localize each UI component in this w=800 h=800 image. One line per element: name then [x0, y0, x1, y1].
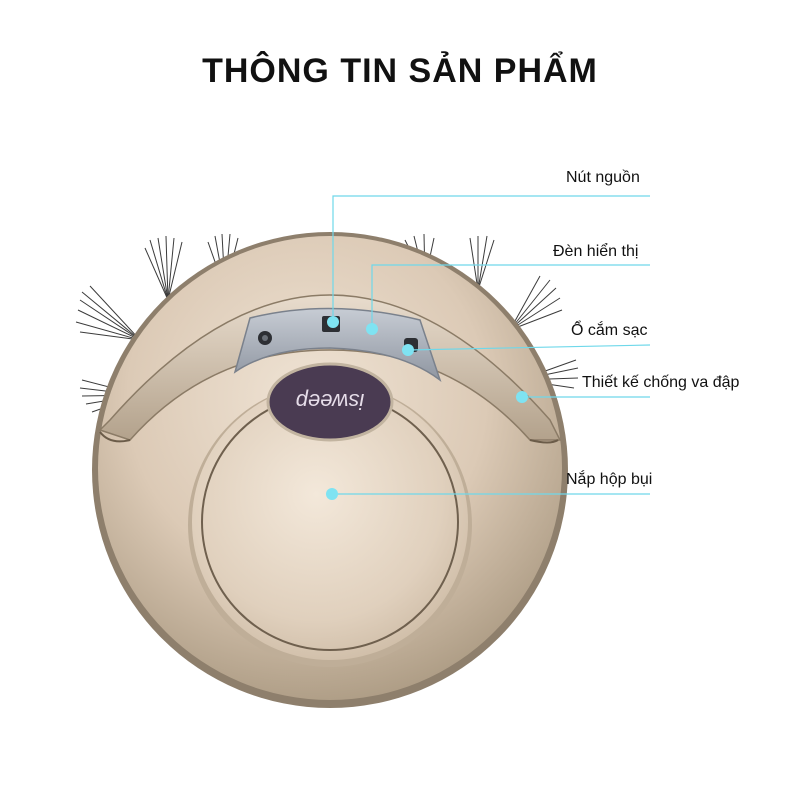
brand-logo: isweep	[266, 362, 394, 442]
callout-label-bumper: Thiết kế chống va đập	[582, 374, 740, 391]
callout-dot-display	[366, 323, 378, 335]
callout-label-display: Đèn hiển thị	[553, 243, 639, 260]
callout-dot-bumper	[516, 391, 528, 403]
callout-line-power	[332, 195, 650, 320]
brush-right-3	[509, 275, 563, 331]
callout-label-dustbin: Nắp hộp bụi	[566, 471, 653, 488]
page-title: THÔNG TIN SẢN PHẨM	[202, 52, 598, 90]
front-bumper	[98, 294, 562, 444]
callout-line-charge	[407, 344, 651, 351]
callout-dot-charge	[402, 344, 414, 356]
brush-left-3	[75, 285, 141, 341]
dustbin-lid	[188, 383, 472, 667]
callout-line-display	[371, 264, 650, 328]
callout-lines	[332, 195, 651, 495]
callout-dots	[326, 316, 528, 500]
callout-label-charge: Ổ cắm sạc	[571, 322, 648, 339]
brush-left-1	[144, 235, 183, 301]
callout-dot-power	[327, 316, 339, 328]
svg-text:isweep: isweep	[296, 389, 364, 414]
callout-label-power: Nút nguồn	[566, 169, 640, 186]
callout-dot-dustbin	[326, 488, 338, 500]
